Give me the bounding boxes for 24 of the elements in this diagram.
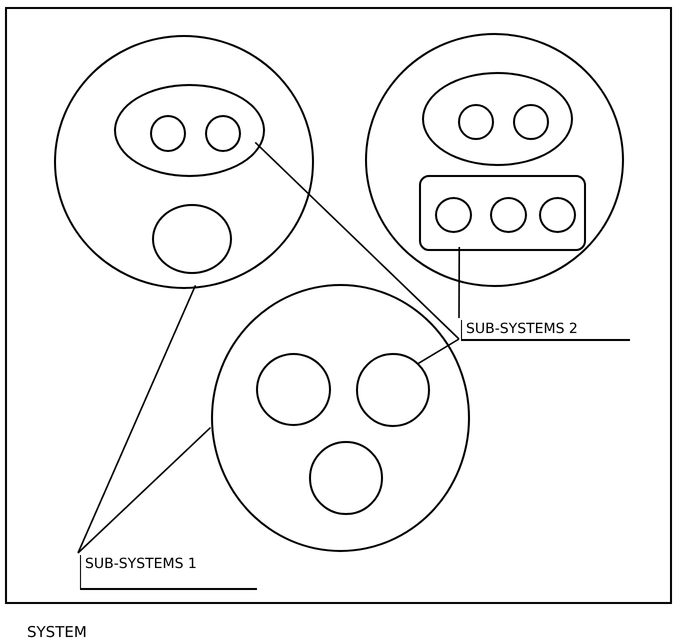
circle [309,441,383,515]
leader-line [417,338,460,365]
circle [365,33,624,287]
circle [256,353,331,426]
leader-line [77,284,196,554]
system-label: SYSTEM [27,625,87,640]
leader-line [77,427,212,554]
circle [458,104,494,140]
rounded-rectangle [419,175,586,251]
leader-line [458,247,460,318]
ellipse [422,72,573,166]
circle [150,115,186,152]
leader-line [254,142,460,340]
circle [356,353,430,427]
circle [205,115,241,152]
circle [490,197,527,233]
subsystem-label: SUB-SYSTEMS 1 [80,555,257,590]
circle [435,197,472,233]
ellipse [114,84,265,177]
circle [54,35,314,289]
circle [152,204,232,274]
circle [539,197,576,233]
circle [513,104,549,140]
subsystem-label: SUB-SYSTEMS 2 [461,320,630,341]
